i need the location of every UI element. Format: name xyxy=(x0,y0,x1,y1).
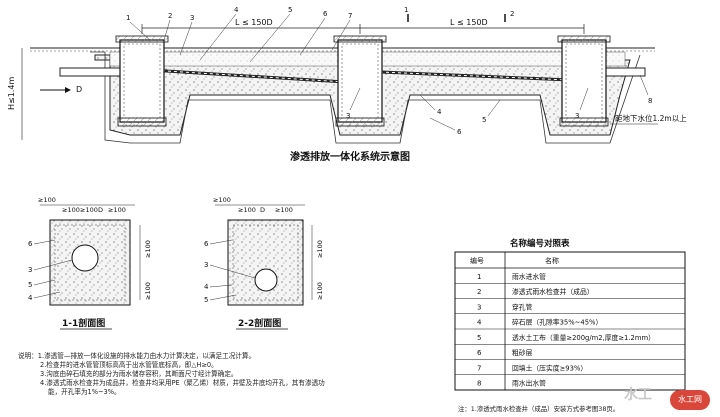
s1-dim-c: ≥100 xyxy=(80,206,98,214)
s2-dim-right-1: ≥100 xyxy=(316,240,324,258)
callout-sec-2: 2 xyxy=(510,10,514,18)
pipe-d-label: D xyxy=(76,85,82,94)
table-header-no: 编号 xyxy=(470,256,484,265)
s1-label-3: 3 xyxy=(28,266,32,274)
s1-dim-b: ≥100 xyxy=(62,206,80,214)
diagram-title: 渗透排放一体化系统示意图 xyxy=(290,150,410,163)
spacing-label-2: L ≤ 150D xyxy=(450,18,488,27)
table-header-name: 名称 xyxy=(545,256,559,265)
table-cell-no: 8 xyxy=(477,380,481,388)
s2-dim-right-2: ≥100 xyxy=(316,282,324,300)
callout-top-1: 1 xyxy=(126,14,130,22)
notes-block: 说明：1.渗透管—排放一体化设施的排水能力由水力计算决定，以满足工况计算。 2.… xyxy=(18,352,438,397)
table-cell-name: 透水土工布（重量≥200g/m2,厚度≥1.2mm） xyxy=(512,333,655,342)
groundwater-label: 距地下水位1.2m以上 xyxy=(615,113,687,123)
callout-top-6: 6 xyxy=(323,10,328,18)
callout-sec-1: 1 xyxy=(404,6,408,14)
callout-top-7: 7 xyxy=(348,12,352,20)
s2-dim-d: ≥100 xyxy=(275,206,293,214)
manhole-1 xyxy=(115,35,169,127)
s2-label-3: 3 xyxy=(204,261,208,269)
s2-dim-b: ≥100 xyxy=(238,206,256,214)
spacing-label-1: L ≤ 150D xyxy=(235,18,273,27)
callout-bot-3b: 3 xyxy=(575,112,579,120)
table-cell-no: 6 xyxy=(477,349,482,357)
callout-bot-4: 4 xyxy=(437,108,442,116)
section-2-2: ≥100 ≥100 D ≥100 ≥100 ≥100 6 3 4 5 2-2剖面… xyxy=(204,196,324,330)
callout-top-5: 5 xyxy=(288,6,292,14)
s1-label-4: 4 xyxy=(28,294,33,302)
callout-bot-3a: 3 xyxy=(346,112,350,120)
table-note: 注：1.渗透式雨水检查井（成品）安装方式参考图38页。 xyxy=(458,405,620,413)
watermark: 水工 水工网 xyxy=(600,384,715,414)
s2-label-4: 4 xyxy=(204,283,209,291)
section-1-1: ≥100 ≥100 ≥100 D ≥100 ≥100 ≥100 6 3 5 4 … xyxy=(28,196,152,330)
table-cell-name: 渗透式雨水检查井（成品） xyxy=(512,287,594,296)
s1-title: 1-1剖面图 xyxy=(62,317,105,329)
table-cell-no: 7 xyxy=(477,364,481,372)
note-line-3: 3.沟底由碎石填充的部分为雨水储存容积，其断面尺寸经计算确定。 xyxy=(40,370,238,378)
callout-top-2: 2 xyxy=(168,12,172,20)
s2-label-6: 6 xyxy=(204,240,209,248)
manhole-2 xyxy=(333,35,387,127)
s1-dim-right-1: ≥100 xyxy=(144,240,152,258)
depth-label: H≤1.4m xyxy=(7,77,16,110)
callout-bot-5: 5 xyxy=(482,116,486,124)
table-cell-name: 回填土（压实度≥93%） xyxy=(512,363,587,372)
table-cell-name: 碎石层（孔隙率35%~45%） xyxy=(512,318,602,327)
table-cell-name: 雨水进水管 xyxy=(512,272,546,281)
s1-dim-d: D xyxy=(98,206,103,214)
note-line-1: 说明：1.渗透管—排放一体化设施的排水能力由水力计算决定，以满足工况计算。 xyxy=(18,352,256,360)
callout-top-8: 8 xyxy=(648,97,652,105)
s1-dim-right-2: ≥100 xyxy=(144,282,152,300)
watermark-badge: 水工网 xyxy=(670,390,710,410)
s1-label-5: 5 xyxy=(28,281,32,289)
table-cell-no: 2 xyxy=(477,288,481,296)
note-line-4: 4.渗透式雨水检查井为成品井，检查井均采用PE（聚乙烯）材质，井壁及井底均开孔，… xyxy=(40,379,325,387)
table-cell-name: 雨水出水管 xyxy=(512,379,546,388)
callout-top-4: 4 xyxy=(234,6,239,14)
s2-dim-c: D xyxy=(260,206,265,214)
table-title: 名称编号对照表 xyxy=(510,238,570,249)
table-cell-no: 4 xyxy=(477,319,482,327)
table-cell-name: 粗砂层 xyxy=(512,348,533,357)
s1-dim-a: ≥100 xyxy=(38,196,56,204)
s1-label-6: 6 xyxy=(28,240,33,248)
s2-dim-a: ≥100 xyxy=(213,196,231,204)
s2-label-5: 5 xyxy=(204,296,208,304)
s2-title: 2-2剖面图 xyxy=(238,317,281,329)
table-cell-name: 穿孔管 xyxy=(512,302,533,311)
table-cell-no: 3 xyxy=(477,303,481,311)
watermark-text: 水工 xyxy=(624,387,652,403)
callout-top-3: 3 xyxy=(190,14,194,22)
note-line-2: 2.检查井的进水管管顶标高高于出水管管底标高，即△H≥0。 xyxy=(40,361,218,369)
s1-dim-e: ≥100 xyxy=(108,206,126,214)
name-table: 名称编号对照表 编号 名称 1 雨水进水管 2 渗透式雨水检查井（成品） 3 穿孔管 4 碎石… xyxy=(454,238,686,391)
table-cell-no: 5 xyxy=(477,334,481,342)
manhole-3 xyxy=(557,35,611,127)
note-line-5: 能，开孔率为1%~3%。 xyxy=(48,388,121,396)
callout-bot-6: 6 xyxy=(457,128,462,136)
table-cell-no: 1 xyxy=(477,273,481,281)
